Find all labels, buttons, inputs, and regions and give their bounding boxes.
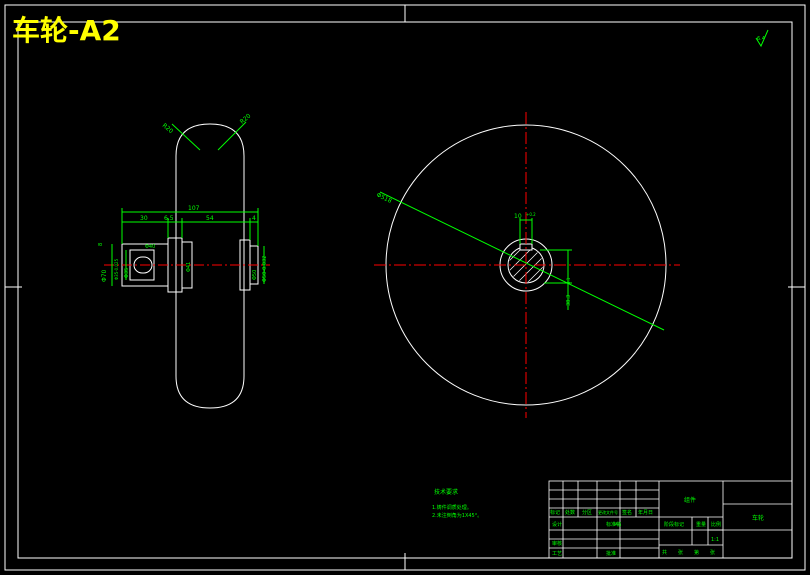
tb-scale-value: 1:1: [711, 537, 719, 543]
tb-label-date: 年月日: [638, 509, 653, 516]
dim-wheel-dia-label: Φ41: [186, 262, 192, 272]
tb-label-no: 第: [694, 549, 699, 556]
technical-notes: 技术要求 1.铸件调质处理。 2.未注倒角为1X45°。: [432, 488, 482, 519]
dim-d-label: 4: [252, 215, 256, 222]
tb-label-stage: 阶段标记: [664, 521, 684, 528]
notes-line-2: 2.未注倒角为1X45°。: [432, 512, 482, 519]
tb-part-name: 车轮: [752, 514, 764, 522]
tb-label-design: 设计: [552, 521, 562, 528]
tb-label-total: 共: [662, 549, 667, 556]
dim-flange-dia-label: Φ50: [252, 270, 258, 280]
tb-label-scale: 比例: [711, 521, 721, 528]
tb-group: 组件: [684, 496, 696, 504]
tb-label-standard: 标准化: [606, 521, 621, 528]
tb-label-approve: 批准: [606, 550, 616, 557]
dim-overall-label: 107: [188, 205, 200, 212]
outer-dia-label: Φ518: [375, 192, 393, 205]
dim-hub-dia-label: Φ70: [101, 269, 108, 282]
tb-label-sheets: 张: [678, 549, 683, 556]
front-view: Φ518 10 +0.2 38.3 0.1: [374, 112, 680, 418]
inner-border: [17, 21, 793, 559]
wheel-rim-outline: [175, 123, 245, 409]
tb-label-process: 工艺: [552, 551, 562, 557]
key-depth-tol-label: 0.1: [566, 277, 571, 284]
dim-c-label: 54: [206, 215, 214, 222]
key-tol-label: +0.2: [526, 212, 536, 217]
dim-bore-tol-label: Φ35-0.025: [114, 258, 119, 280]
dim-a-label: 30: [140, 215, 148, 222]
radius-label-right: R20: [239, 112, 253, 125]
tb-label-zone: 分区: [582, 509, 592, 516]
title-block: [548, 480, 793, 559]
dim-bore-dia-label: Φ35: [124, 268, 130, 278]
outer-dia-leader: [379, 191, 665, 331]
tb-label-sign: 签名: [622, 509, 632, 516]
notes-line-1: 1.铸件调质处理。: [432, 504, 472, 511]
keyway-slot: [133, 256, 153, 274]
tb-label-count: 处数: [565, 509, 575, 516]
side-view: R20 R20 107 30 6.5 54 4 Φ70 Φ35 8 Φ41 Φ4…: [98, 112, 270, 409]
tb-material: 45: [615, 522, 621, 528]
dim-left-mark: 8: [98, 243, 104, 246]
tb-label-mark: 标记: [550, 509, 560, 516]
title-block-text: 标记 处数 分区 更改文件号 签名 年月日 设计 标准化 阶段标记 重量 比例 …: [550, 496, 764, 557]
drawing-title: 车轮-A2: [12, 14, 121, 47]
dim-hub-tol-label: Φ50-0.032: [262, 256, 268, 282]
radius-leader-right: [217, 121, 247, 151]
dim-b-label: 6.5: [164, 215, 174, 222]
roughness-symbol: 6.4: [755, 29, 769, 48]
roughness-value: 6.4: [757, 36, 765, 42]
dim-shaft-dia-label: Φ40: [145, 244, 155, 250]
tb-label-change: 更改文件号: [598, 509, 618, 515]
notes-heading: 技术要求: [434, 488, 458, 496]
tb-label-sheet: 张: [710, 549, 715, 556]
key-width-label: 10: [514, 213, 522, 220]
radius-leader-left: [171, 123, 201, 151]
tb-label-review: 审核: [552, 540, 562, 547]
outer-border: [4, 4, 806, 571]
key-depth-label: 38.3: [566, 295, 572, 306]
tb-label-weight: 重量: [696, 521, 706, 528]
